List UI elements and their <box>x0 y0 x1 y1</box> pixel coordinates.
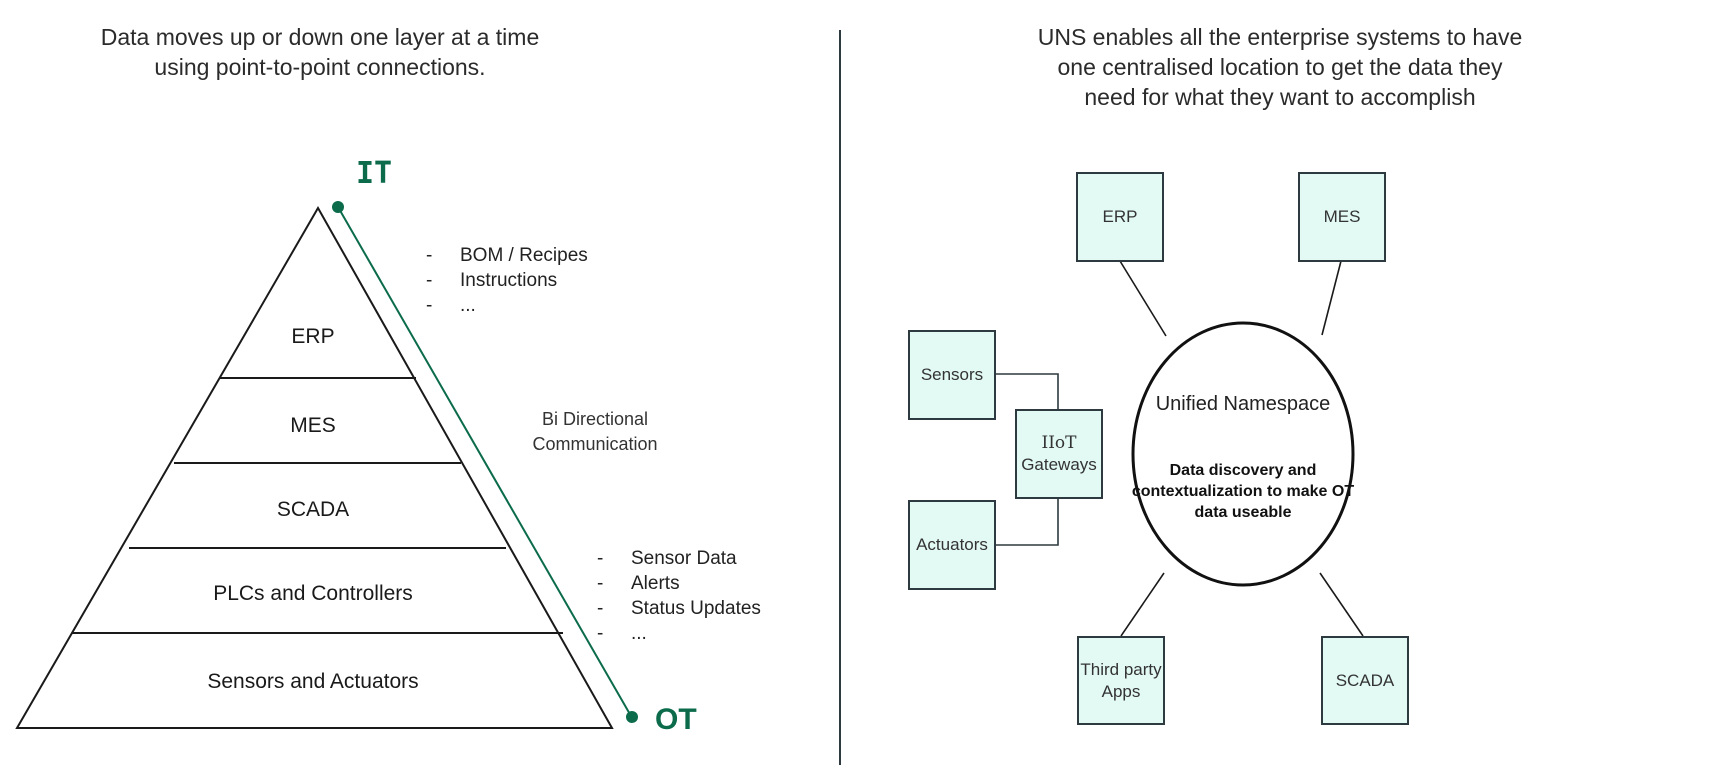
right-caption-line1: UNS enables all the enterprise systems t… <box>1037 24 1523 50</box>
right-caption-line3: need for what they want to accomplish <box>1084 84 1476 110</box>
bidirectional-label: Bi Directional Communication <box>532 409 658 454</box>
node-actuators: Actuators <box>908 500 996 590</box>
left-caption-line1: Data moves up or down one layer at a tim… <box>100 24 540 50</box>
left-caption-line2: using point-to-point connections. <box>154 54 486 80</box>
bullet-item: -Status Updates <box>597 598 761 619</box>
bullet-item: -Instructions <box>426 270 558 291</box>
node-third-party-apps: Third party Apps <box>1077 636 1165 725</box>
ot-dot <box>626 711 638 723</box>
ot-label: OT <box>655 703 697 736</box>
node-scada: SCADA <box>1321 636 1409 725</box>
third-party-connector <box>1120 572 1165 637</box>
actuators-connector <box>995 498 1059 546</box>
bullet-item: -Sensor Data <box>597 548 737 569</box>
bottom-bullet-list: -Sensor Data -Alerts -Status Updates -..… <box>597 546 761 646</box>
it-ot-connector <box>337 206 632 717</box>
hub-description: Data discovery and contextualization to … <box>1131 462 1355 521</box>
node-sensors: Sensors <box>908 330 996 420</box>
bullet-item: -... <box>426 295 476 316</box>
layer-sensors-actuators: Sensors and Actuators <box>207 670 419 693</box>
hub-title: Unified Namespace <box>1155 393 1331 415</box>
top-bullet-list: -BOM / Recipes -Instructions -... <box>426 243 588 318</box>
right-caption-line2: one centralised location to get the data… <box>1057 54 1503 80</box>
node-mes: MES <box>1298 172 1386 262</box>
uns-hub-circle <box>1131 321 1355 587</box>
node-iiot-gateways: IIoT Gateways <box>1015 409 1103 499</box>
it-label: IT <box>356 156 393 191</box>
left-caption: Data moves up or down one layer at a tim… <box>60 22 580 82</box>
layer-erp: ERP <box>291 325 335 348</box>
erp-connector <box>1119 260 1167 337</box>
pyramid-outline <box>15 205 614 729</box>
mes-connector <box>1321 260 1342 336</box>
it-dot <box>332 201 344 213</box>
scada-connector <box>1319 572 1364 637</box>
layer-mes: MES <box>290 414 336 437</box>
bullet-item: -... <box>597 623 647 644</box>
layer-scada: SCADA <box>276 498 350 521</box>
right-caption: UNS enables all the enterprise systems t… <box>980 22 1580 112</box>
sensors-connector <box>995 373 1059 410</box>
bullet-item: -Alerts <box>597 573 680 594</box>
layer-plcs: PLCs and Controllers <box>213 582 413 605</box>
node-erp: ERP <box>1076 172 1164 262</box>
bullet-item: -BOM / Recipes <box>426 245 588 266</box>
